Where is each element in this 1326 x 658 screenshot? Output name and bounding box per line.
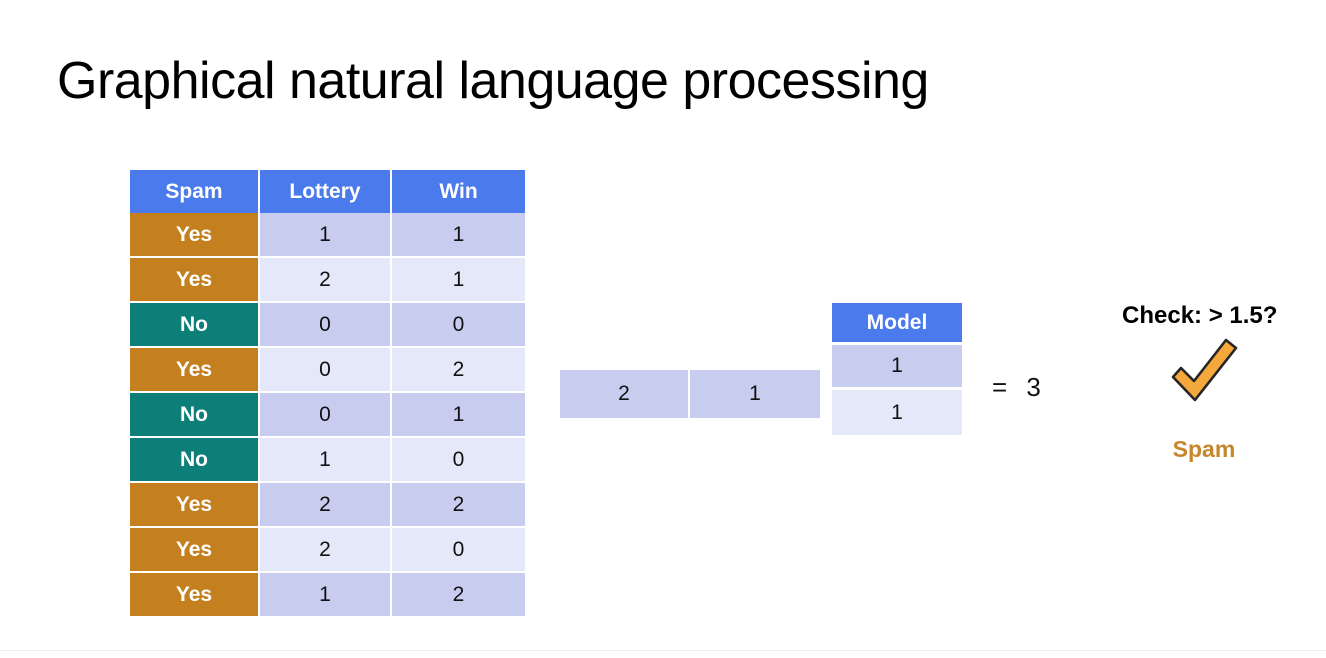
cell-spam-label: Yes bbox=[130, 348, 260, 393]
table-row: No 1 0 bbox=[130, 438, 525, 483]
column-header-spam: Spam bbox=[130, 170, 260, 213]
table-row: No 0 0 bbox=[130, 303, 525, 348]
cell-lottery-value: 2 bbox=[260, 483, 392, 528]
cell-lottery-value: 0 bbox=[260, 303, 392, 348]
cell-win-value: 2 bbox=[392, 483, 525, 528]
model-weight-cell-1: 1 bbox=[832, 345, 962, 390]
input-vector-cell-2: 1 bbox=[690, 370, 820, 418]
dataset-table: Spam Lottery Win Yes 1 1 Yes 2 1 No 0 0 … bbox=[130, 170, 525, 618]
cell-spam-label: Yes bbox=[130, 573, 260, 618]
table-row: Yes 0 2 bbox=[130, 348, 525, 393]
cell-win-value: 1 bbox=[392, 213, 525, 258]
cell-win-value: 2 bbox=[392, 573, 525, 618]
cell-spam-label: Yes bbox=[130, 258, 260, 303]
cell-spam-label: No bbox=[130, 438, 260, 483]
input-vector: 2 1 bbox=[560, 370, 820, 418]
verdict-label: Spam bbox=[1172, 436, 1236, 462]
cell-spam-label: Yes bbox=[130, 528, 260, 573]
input-vector-cell-1: 2 bbox=[560, 370, 690, 418]
bottom-divider bbox=[0, 650, 1326, 651]
model-column-header: Model bbox=[832, 303, 962, 345]
cell-spam-label: Yes bbox=[130, 213, 260, 258]
cell-win-value: 0 bbox=[392, 303, 525, 348]
cell-win-value: 0 bbox=[392, 438, 525, 483]
table-row: Yes 1 1 bbox=[130, 213, 525, 258]
cell-lottery-value: 0 bbox=[260, 393, 392, 438]
cell-spam-label: Yes bbox=[130, 483, 260, 528]
table-row: Yes 2 0 bbox=[130, 528, 525, 573]
table-header-row: Spam Lottery Win bbox=[130, 170, 525, 213]
cell-lottery-value: 1 bbox=[260, 213, 392, 258]
cell-win-value: 1 bbox=[392, 393, 525, 438]
cell-spam-label: No bbox=[130, 303, 260, 348]
page-title: Graphical natural language processing bbox=[57, 52, 929, 110]
cell-spam-label: No bbox=[130, 393, 260, 438]
table-row: No 0 1 bbox=[130, 393, 525, 438]
cell-lottery-value: 1 bbox=[260, 438, 392, 483]
cell-lottery-value: 2 bbox=[260, 528, 392, 573]
model-column: Model 1 1 bbox=[832, 303, 962, 435]
cell-win-value: 2 bbox=[392, 348, 525, 393]
column-header-win: Win bbox=[392, 170, 525, 213]
table-row: Yes 2 1 bbox=[130, 258, 525, 303]
model-weight-cell-2: 1 bbox=[832, 390, 962, 435]
cell-lottery-value: 0 bbox=[260, 348, 392, 393]
check-mark-icon bbox=[1171, 338, 1238, 402]
cell-win-value: 1 bbox=[392, 258, 525, 303]
table-row: Yes 2 2 bbox=[130, 483, 525, 528]
result-expression: = 3 bbox=[992, 372, 1047, 402]
check-threshold-label: Check: > 1.5? bbox=[1122, 302, 1278, 329]
column-header-lottery: Lottery bbox=[260, 170, 392, 213]
cell-win-value: 0 bbox=[392, 528, 525, 573]
table-row: Yes 1 2 bbox=[130, 573, 525, 618]
cell-lottery-value: 1 bbox=[260, 573, 392, 618]
cell-lottery-value: 2 bbox=[260, 258, 392, 303]
